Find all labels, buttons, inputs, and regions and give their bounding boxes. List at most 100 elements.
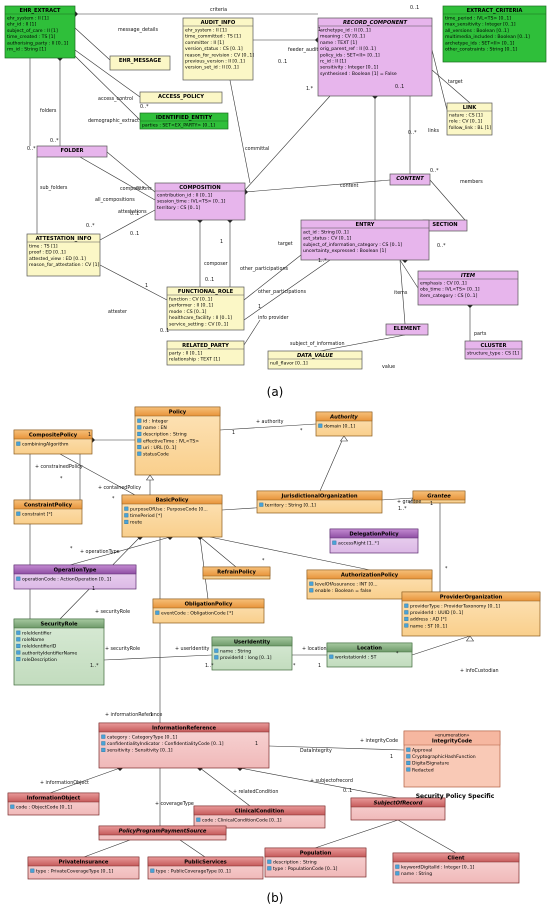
multiplicity: 0..1 bbox=[343, 788, 352, 794]
class-title: InformationObject bbox=[27, 796, 81, 802]
label-contained-policy: + containedPolicy bbox=[98, 485, 141, 491]
attribute-icon bbox=[137, 418, 142, 423]
class-attribute: authorityIdentifierName bbox=[22, 650, 77, 656]
class-title: IntegrityCode bbox=[432, 739, 473, 745]
association-line bbox=[243, 319, 261, 346]
class-attribute: performer : II [0..1] bbox=[169, 303, 213, 309]
class-title: Client bbox=[447, 856, 465, 862]
class-attribute: rc_id : II [1] bbox=[320, 59, 346, 65]
class-attribute: enable : Boolean = false bbox=[315, 588, 372, 594]
label-demographic-extract: demographic_extract bbox=[88, 118, 139, 124]
label-location: + location bbox=[302, 646, 327, 652]
attribute-icon bbox=[137, 425, 142, 430]
label-integrity-code: + integrityCode bbox=[360, 738, 398, 744]
attribute-icon bbox=[16, 441, 21, 446]
multiplicity: * bbox=[112, 496, 115, 502]
attribute-icon bbox=[16, 643, 21, 648]
association-line bbox=[74, 49, 141, 98]
class-attribute: obs_time : IVL<TS> [0..1] bbox=[420, 287, 480, 293]
multiplicity: * bbox=[262, 558, 265, 564]
association-line bbox=[74, 55, 141, 121]
attribute-icon bbox=[267, 859, 272, 864]
class-attribute: roleName bbox=[22, 637, 44, 643]
attribute-icon bbox=[101, 747, 106, 752]
attribute-icon bbox=[259, 502, 264, 507]
class-attribute: proof : ED [0..1] bbox=[29, 250, 66, 256]
association-line bbox=[239, 767, 399, 799]
class-attribute: roleIdentifier bbox=[22, 631, 52, 637]
class-title: COMPOSITION bbox=[179, 185, 220, 191]
class-attribute: attested_view : ED [0..1] bbox=[29, 256, 86, 262]
class-attribute: uncertainty_expressed : Boolean [1] bbox=[303, 248, 386, 254]
association-line bbox=[431, 69, 471, 104]
association-line bbox=[199, 536, 237, 568]
class-attribute: time_created : TS [1] bbox=[7, 34, 56, 40]
class-attribute: function : CV [0..1] bbox=[169, 297, 213, 303]
class-attribute: session_time : IVL<TS> [0..1] bbox=[157, 199, 226, 205]
multiplicity: 0..1 bbox=[130, 211, 139, 217]
class-attribute: Redacted bbox=[412, 767, 434, 773]
attribute-icon bbox=[395, 871, 400, 876]
association-line bbox=[268, 745, 405, 751]
class-attribute: type : PrivateCoverageType [0..1] bbox=[36, 869, 113, 875]
attribute-icon bbox=[196, 817, 201, 822]
class-security-role: SecurityRoleroleIdentifierroleNameroleId… bbox=[13, 618, 105, 686]
multiplicity: 1 bbox=[145, 283, 148, 289]
class-title: AuthorizationPolicy bbox=[341, 573, 399, 579]
class-attribute: committer : II [1] bbox=[185, 40, 224, 46]
multiplicity: 1 bbox=[88, 432, 91, 438]
label-info-provider: info provider bbox=[258, 315, 289, 321]
label-security-role-b: + securityRole bbox=[105, 646, 140, 652]
multiplicity: * bbox=[60, 476, 63, 482]
label-content: content bbox=[340, 183, 358, 189]
association-line bbox=[243, 254, 302, 301]
class-title: ACCESS_POLICY bbox=[158, 94, 204, 100]
label-all-compositions: all_compositions bbox=[95, 197, 135, 203]
class-attribute: max_sensitivity : Integer [0..1] bbox=[445, 22, 516, 28]
multiplicity: 1 bbox=[318, 663, 321, 669]
class-attribute: previous_version : II [0..1] bbox=[185, 59, 245, 65]
class-title: JurisdictionalOrganization bbox=[280, 494, 357, 500]
attribute-icon bbox=[406, 760, 411, 765]
class-attribute: role : CV [0..1] bbox=[449, 119, 483, 125]
association-line bbox=[69, 536, 171, 566]
association-line bbox=[431, 49, 448, 111]
multiplicity: 0..* bbox=[86, 223, 95, 229]
label-data-integrity: DataIntegrity bbox=[300, 748, 332, 754]
label-user-identity: + userIdentity bbox=[175, 646, 210, 652]
class-attribute: policy_ids : SET<II> [0..1] bbox=[320, 52, 380, 58]
class-attribute: keywordDigitalId : Integer [0..1] bbox=[401, 865, 475, 871]
class-content: CONTENT bbox=[389, 173, 431, 186]
class-attribute: nature : CS [1] bbox=[449, 113, 483, 119]
association-line bbox=[399, 259, 406, 325]
class-attribute: address : AD [*] bbox=[410, 617, 447, 623]
class-attribute: time_committed : TS [1] bbox=[185, 34, 241, 40]
class-title: Authority bbox=[329, 415, 358, 421]
association-line bbox=[103, 654, 213, 661]
class-title: CLUSTER bbox=[481, 343, 507, 349]
class-title: BasicPolicy bbox=[156, 498, 189, 504]
class-attribute: roleIdentifierID bbox=[22, 644, 57, 650]
class-title: ITEM bbox=[461, 273, 476, 279]
class-element: ELEMENT bbox=[385, 323, 429, 336]
attribute-icon bbox=[16, 637, 21, 642]
label-constrained-policy: + constrainedPolicy bbox=[35, 464, 83, 470]
association-line bbox=[314, 819, 399, 849]
class-attribute: name : String bbox=[220, 649, 251, 655]
class-attribute: null_flavor [0..1] bbox=[270, 361, 308, 367]
multiplicity: * bbox=[70, 546, 73, 552]
label-operation-type: + operationType bbox=[80, 549, 120, 555]
association-line bbox=[209, 536, 371, 571]
class-title: ObligationPolicy bbox=[185, 602, 233, 608]
class-title: EHR_MESSAGE bbox=[119, 58, 162, 64]
